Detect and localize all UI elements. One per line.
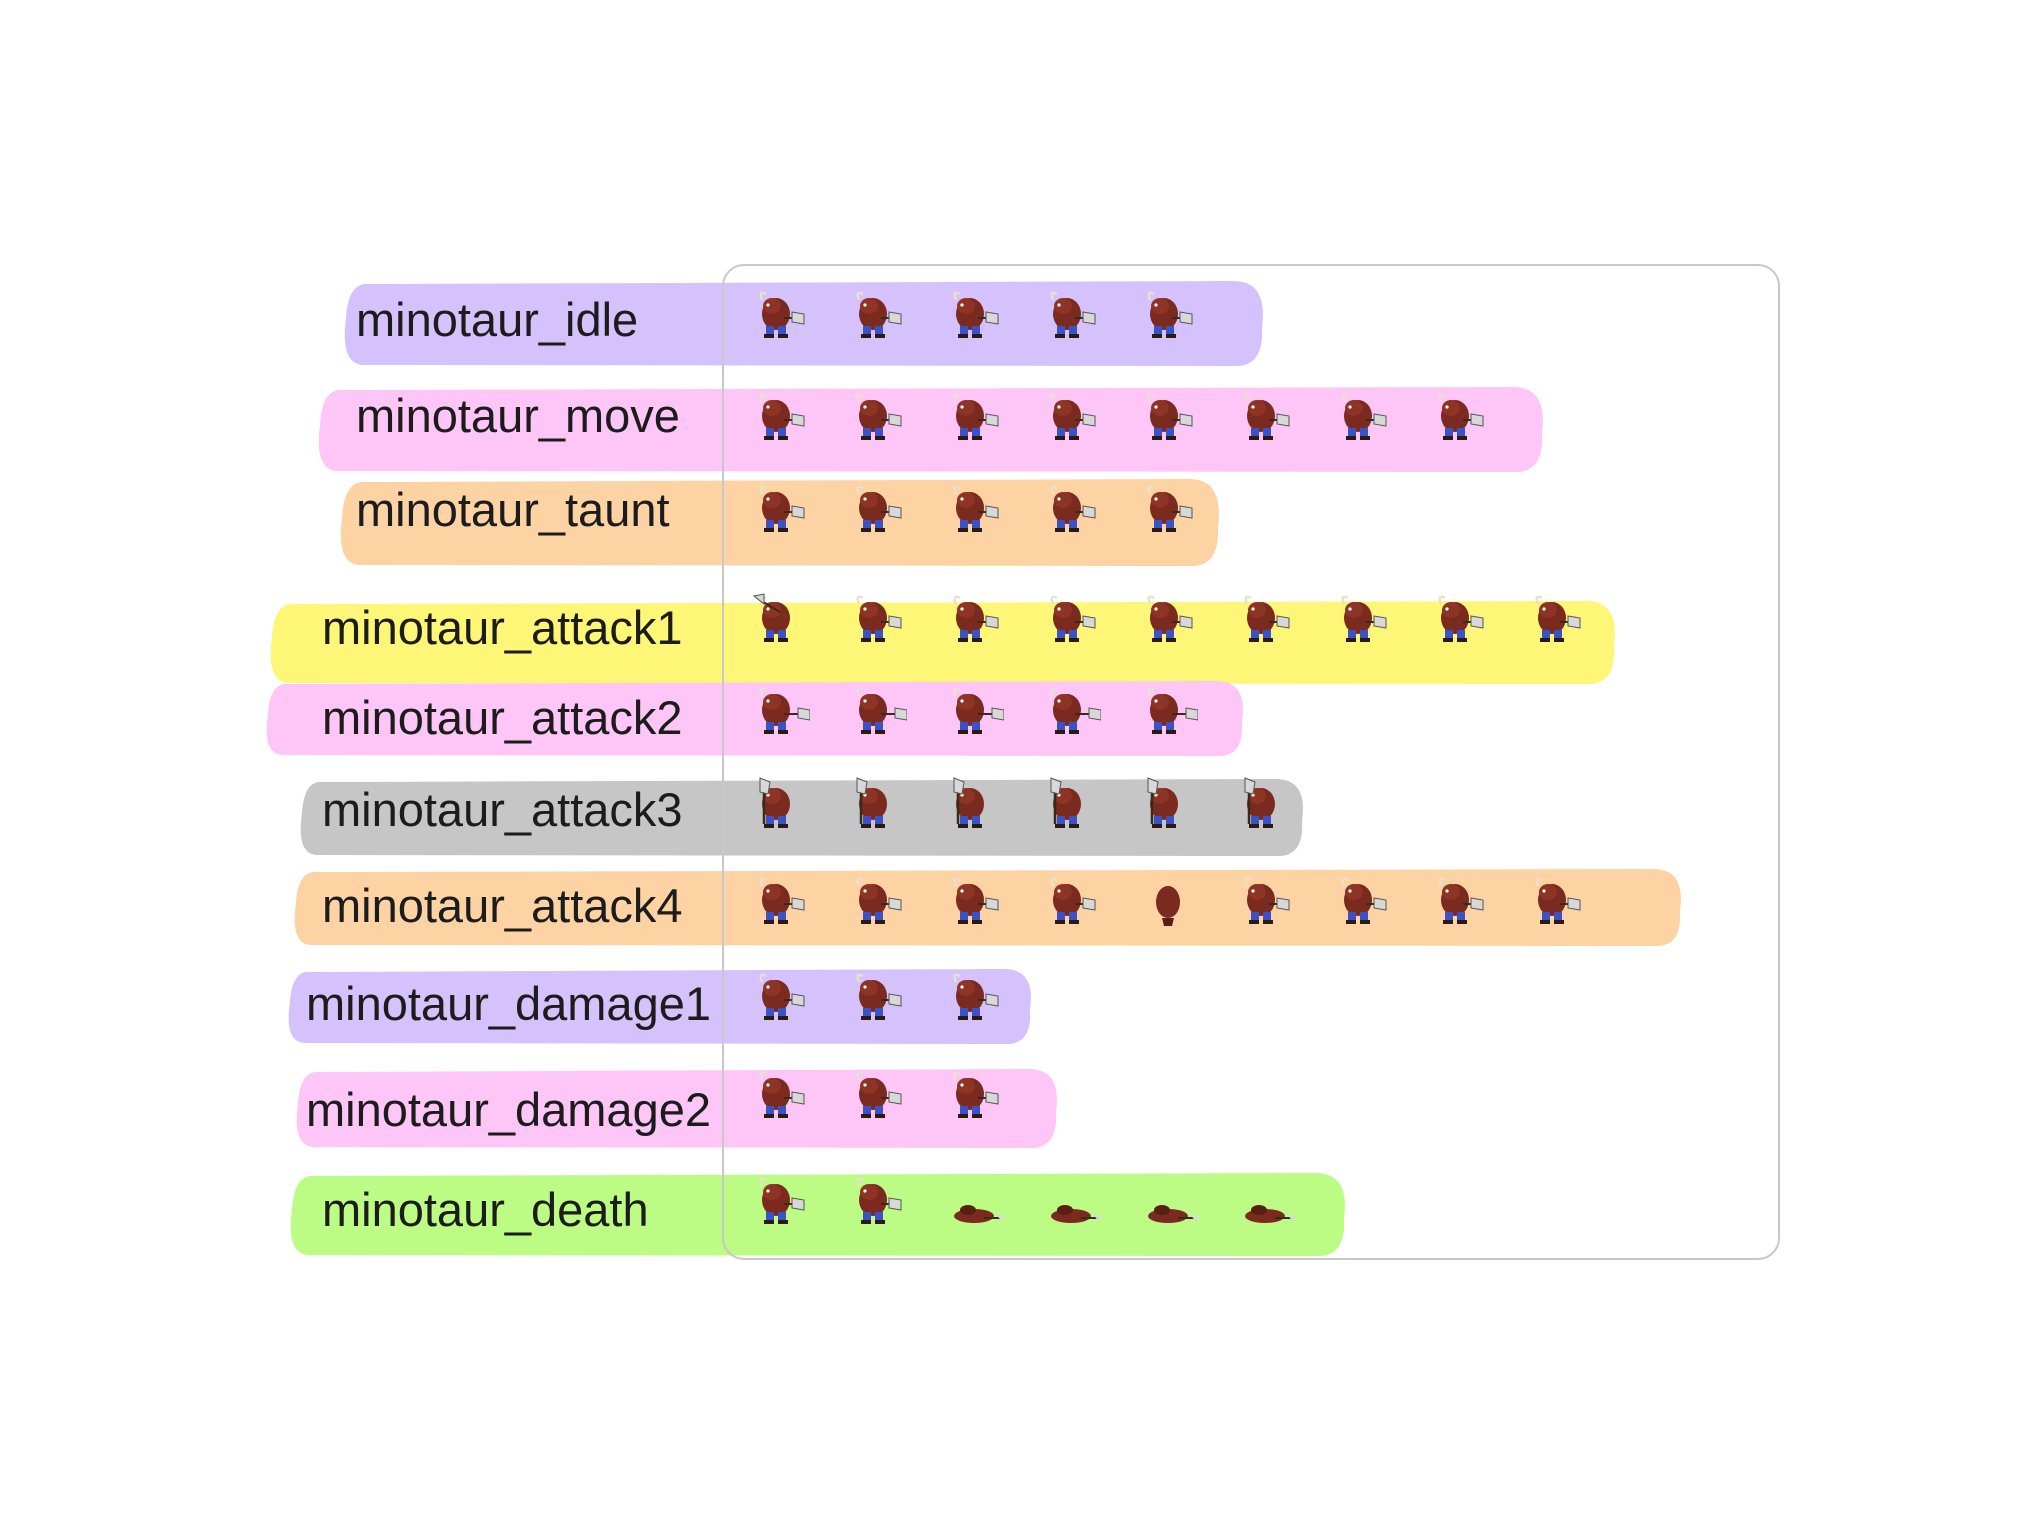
minotaur-sprite-frame-icon[interactable] [1041,386,1101,446]
minotaur-sprite-frame-icon[interactable] [1429,588,1489,648]
minotaur-sprite-frame-icon[interactable] [1041,478,1101,538]
minotaur-sprite-frame-icon[interactable] [1332,386,1392,446]
minotaur-sprite-frame-icon[interactable] [1138,284,1198,344]
minotaur-sprite-frame-icon[interactable] [944,870,1004,930]
minotaur-sprite-frame-icon[interactable] [944,284,1004,344]
animation-band-move [312,384,1548,474]
minotaur-sprite-frame-icon[interactable] [1138,870,1198,930]
animation-label-attack3[interactable]: minotaur_attack3 [322,783,683,836]
minotaur-sprite-frame-icon[interactable] [1138,774,1198,834]
minotaur-sprite-frame-icon[interactable] [750,870,810,930]
animation-band-attack2 [260,678,1248,758]
minotaur-sprite-frame-icon[interactable] [1429,386,1489,446]
minotaur-sprite-frame-icon[interactable] [847,1170,907,1230]
minotaur-sprite-frame-icon[interactable] [1041,1170,1101,1230]
animation-label-move[interactable]: minotaur_move [356,389,680,442]
minotaur-sprite-frame-icon[interactable] [1235,870,1295,930]
minotaur-sprite-frame-icon[interactable] [1526,870,1586,930]
minotaur-sprite-frame-icon[interactable] [1429,870,1489,930]
minotaur-sprite-frame-icon[interactable] [750,588,810,648]
animation-band-death [284,1170,1350,1258]
minotaur-sprite-frame-icon[interactable] [944,386,1004,446]
animation-label-taunt[interactable]: minotaur_taunt [356,483,670,536]
sprite-frame-box [722,264,1780,1260]
minotaur-sprite-frame-icon[interactable] [750,966,810,1026]
minotaur-sprite-frame-icon[interactable] [847,1064,907,1124]
minotaur-sprite-frame-icon[interactable] [847,588,907,648]
minotaur-sprite-frame-icon[interactable] [847,386,907,446]
minotaur-sprite-frame-icon[interactable] [1041,284,1101,344]
minotaur-sprite-frame-icon[interactable] [847,966,907,1026]
animation-band-damage1 [282,966,1036,1046]
minotaur-sprite-frame-icon[interactable] [1235,588,1295,648]
minotaur-sprite-frame-icon[interactable] [750,478,810,538]
minotaur-sprite-frame-icon[interactable] [750,680,810,740]
minotaur-sprite-frame-icon[interactable] [1235,1170,1295,1230]
minotaur-sprite-frame-icon[interactable] [1138,680,1198,740]
minotaur-sprite-frame-icon[interactable] [1235,386,1295,446]
minotaur-sprite-frame-icon[interactable] [1041,870,1101,930]
minotaur-sprite-frame-icon[interactable] [847,680,907,740]
minotaur-sprite-frame-icon[interactable] [1138,478,1198,538]
minotaur-sprite-frame-icon[interactable] [1138,386,1198,446]
minotaur-sprite-frame-icon[interactable] [1041,588,1101,648]
animation-label-damage1[interactable]: minotaur_damage1 [306,977,711,1030]
minotaur-sprite-frame-icon[interactable] [1138,1170,1198,1230]
minotaur-sprite-frame-icon[interactable] [750,284,810,344]
animation-band-attack3 [294,776,1308,858]
minotaur-sprite-frame-icon[interactable] [750,386,810,446]
minotaur-sprite-frame-icon[interactable] [750,1170,810,1230]
minotaur-sprite-frame-icon[interactable] [944,1064,1004,1124]
animation-label-damage2[interactable]: minotaur_damage2 [306,1083,711,1136]
minotaur-sprite-frame-icon[interactable] [1138,588,1198,648]
minotaur-sprite-frame-icon[interactable] [944,774,1004,834]
minotaur-sprite-frame-icon[interactable] [847,774,907,834]
minotaur-sprite-frame-icon[interactable] [847,478,907,538]
minotaur-sprite-frame-icon[interactable] [1041,680,1101,740]
minotaur-sprite-frame-icon[interactable] [944,588,1004,648]
animation-label-death[interactable]: minotaur_death [322,1183,649,1236]
minotaur-sprite-frame-icon[interactable] [944,478,1004,538]
minotaur-sprite-frame-icon[interactable] [1526,588,1586,648]
animation-label-idle[interactable]: minotaur_idle [356,293,639,346]
minotaur-sprite-frame-icon[interactable] [944,966,1004,1026]
animation-label-attack4[interactable]: minotaur_attack4 [322,879,683,932]
minotaur-sprite-frame-icon[interactable] [750,774,810,834]
minotaur-sprite-frame-icon[interactable] [944,1170,1004,1230]
minotaur-sprite-frame-icon[interactable] [1235,774,1295,834]
minotaur-sprite-frame-icon[interactable] [847,870,907,930]
minotaur-sprite-frame-icon[interactable] [1041,774,1101,834]
minotaur-sprite-frame-icon[interactable] [1332,588,1392,648]
minotaur-sprite-frame-icon[interactable] [750,1064,810,1124]
minotaur-sprite-frame-icon[interactable] [847,284,907,344]
animation-label-attack2[interactable]: minotaur_attack2 [322,691,683,744]
minotaur-sprite-frame-icon[interactable] [1332,870,1392,930]
animation-label-attack1[interactable]: minotaur_attack1 [322,601,683,654]
minotaur-sprite-frame-icon[interactable] [944,680,1004,740]
